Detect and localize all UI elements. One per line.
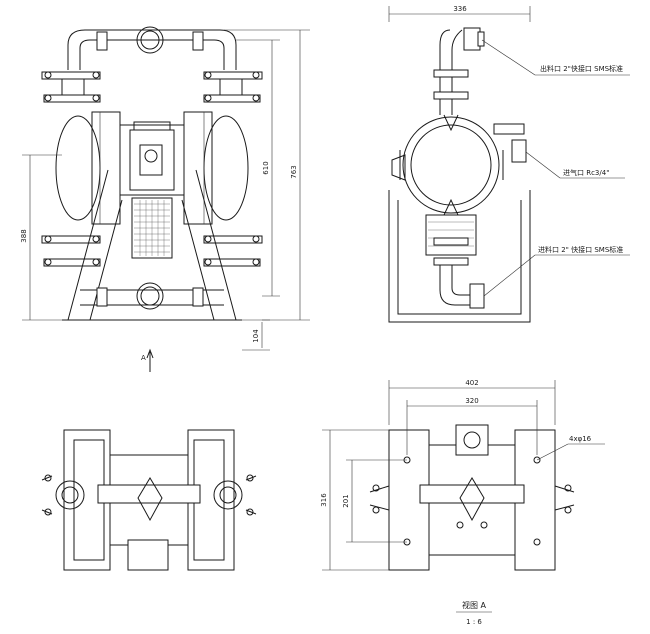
view-title: 视图 A [462,600,487,610]
dim-overall-width: 402 [465,379,478,387]
view-direction-arrow [146,348,154,372]
dim-side-width: 336 [453,5,467,13]
air-inlet-fitting [511,139,527,163]
view-arrow-label: A [141,354,146,362]
side-view: 336 出料口 2"快接口 SMS标准 进气口 Rc3/4" 进料口 2" 快接… [388,5,630,323]
callout-outlet: 出料口 2"快接口 SMS标准 [540,64,623,73]
view-scale: 1 : 6 [466,618,482,626]
callout-air-inlet: 进气口 Rc3/4" [563,168,609,177]
front-view: 763 610 388 104 A [20,26,310,372]
dim-inlet-height: 388 [20,229,28,242]
dim-overall-depth: 316 [320,493,328,507]
bottom-left-view [41,429,257,571]
dim-bottom-offset: 104 [252,329,260,343]
top-view: 402 320 316 201 4xφ16 视图 A 1 : 6 [320,379,605,626]
inlet-port-circle [136,282,164,310]
callout-inlet: 进料口 2" 快接口 SMS标准 [538,245,623,254]
dim-bolt-depth: 201 [342,494,350,507]
diaphragm-ring [402,116,500,214]
holes-callout: 4xφ16 [569,435,592,443]
dim-bolt-width: 320 [465,397,478,405]
outlet-port-circle [136,26,164,54]
dim-mid-height: 610 [262,161,270,174]
dim-overall-height: 763 [290,165,298,178]
